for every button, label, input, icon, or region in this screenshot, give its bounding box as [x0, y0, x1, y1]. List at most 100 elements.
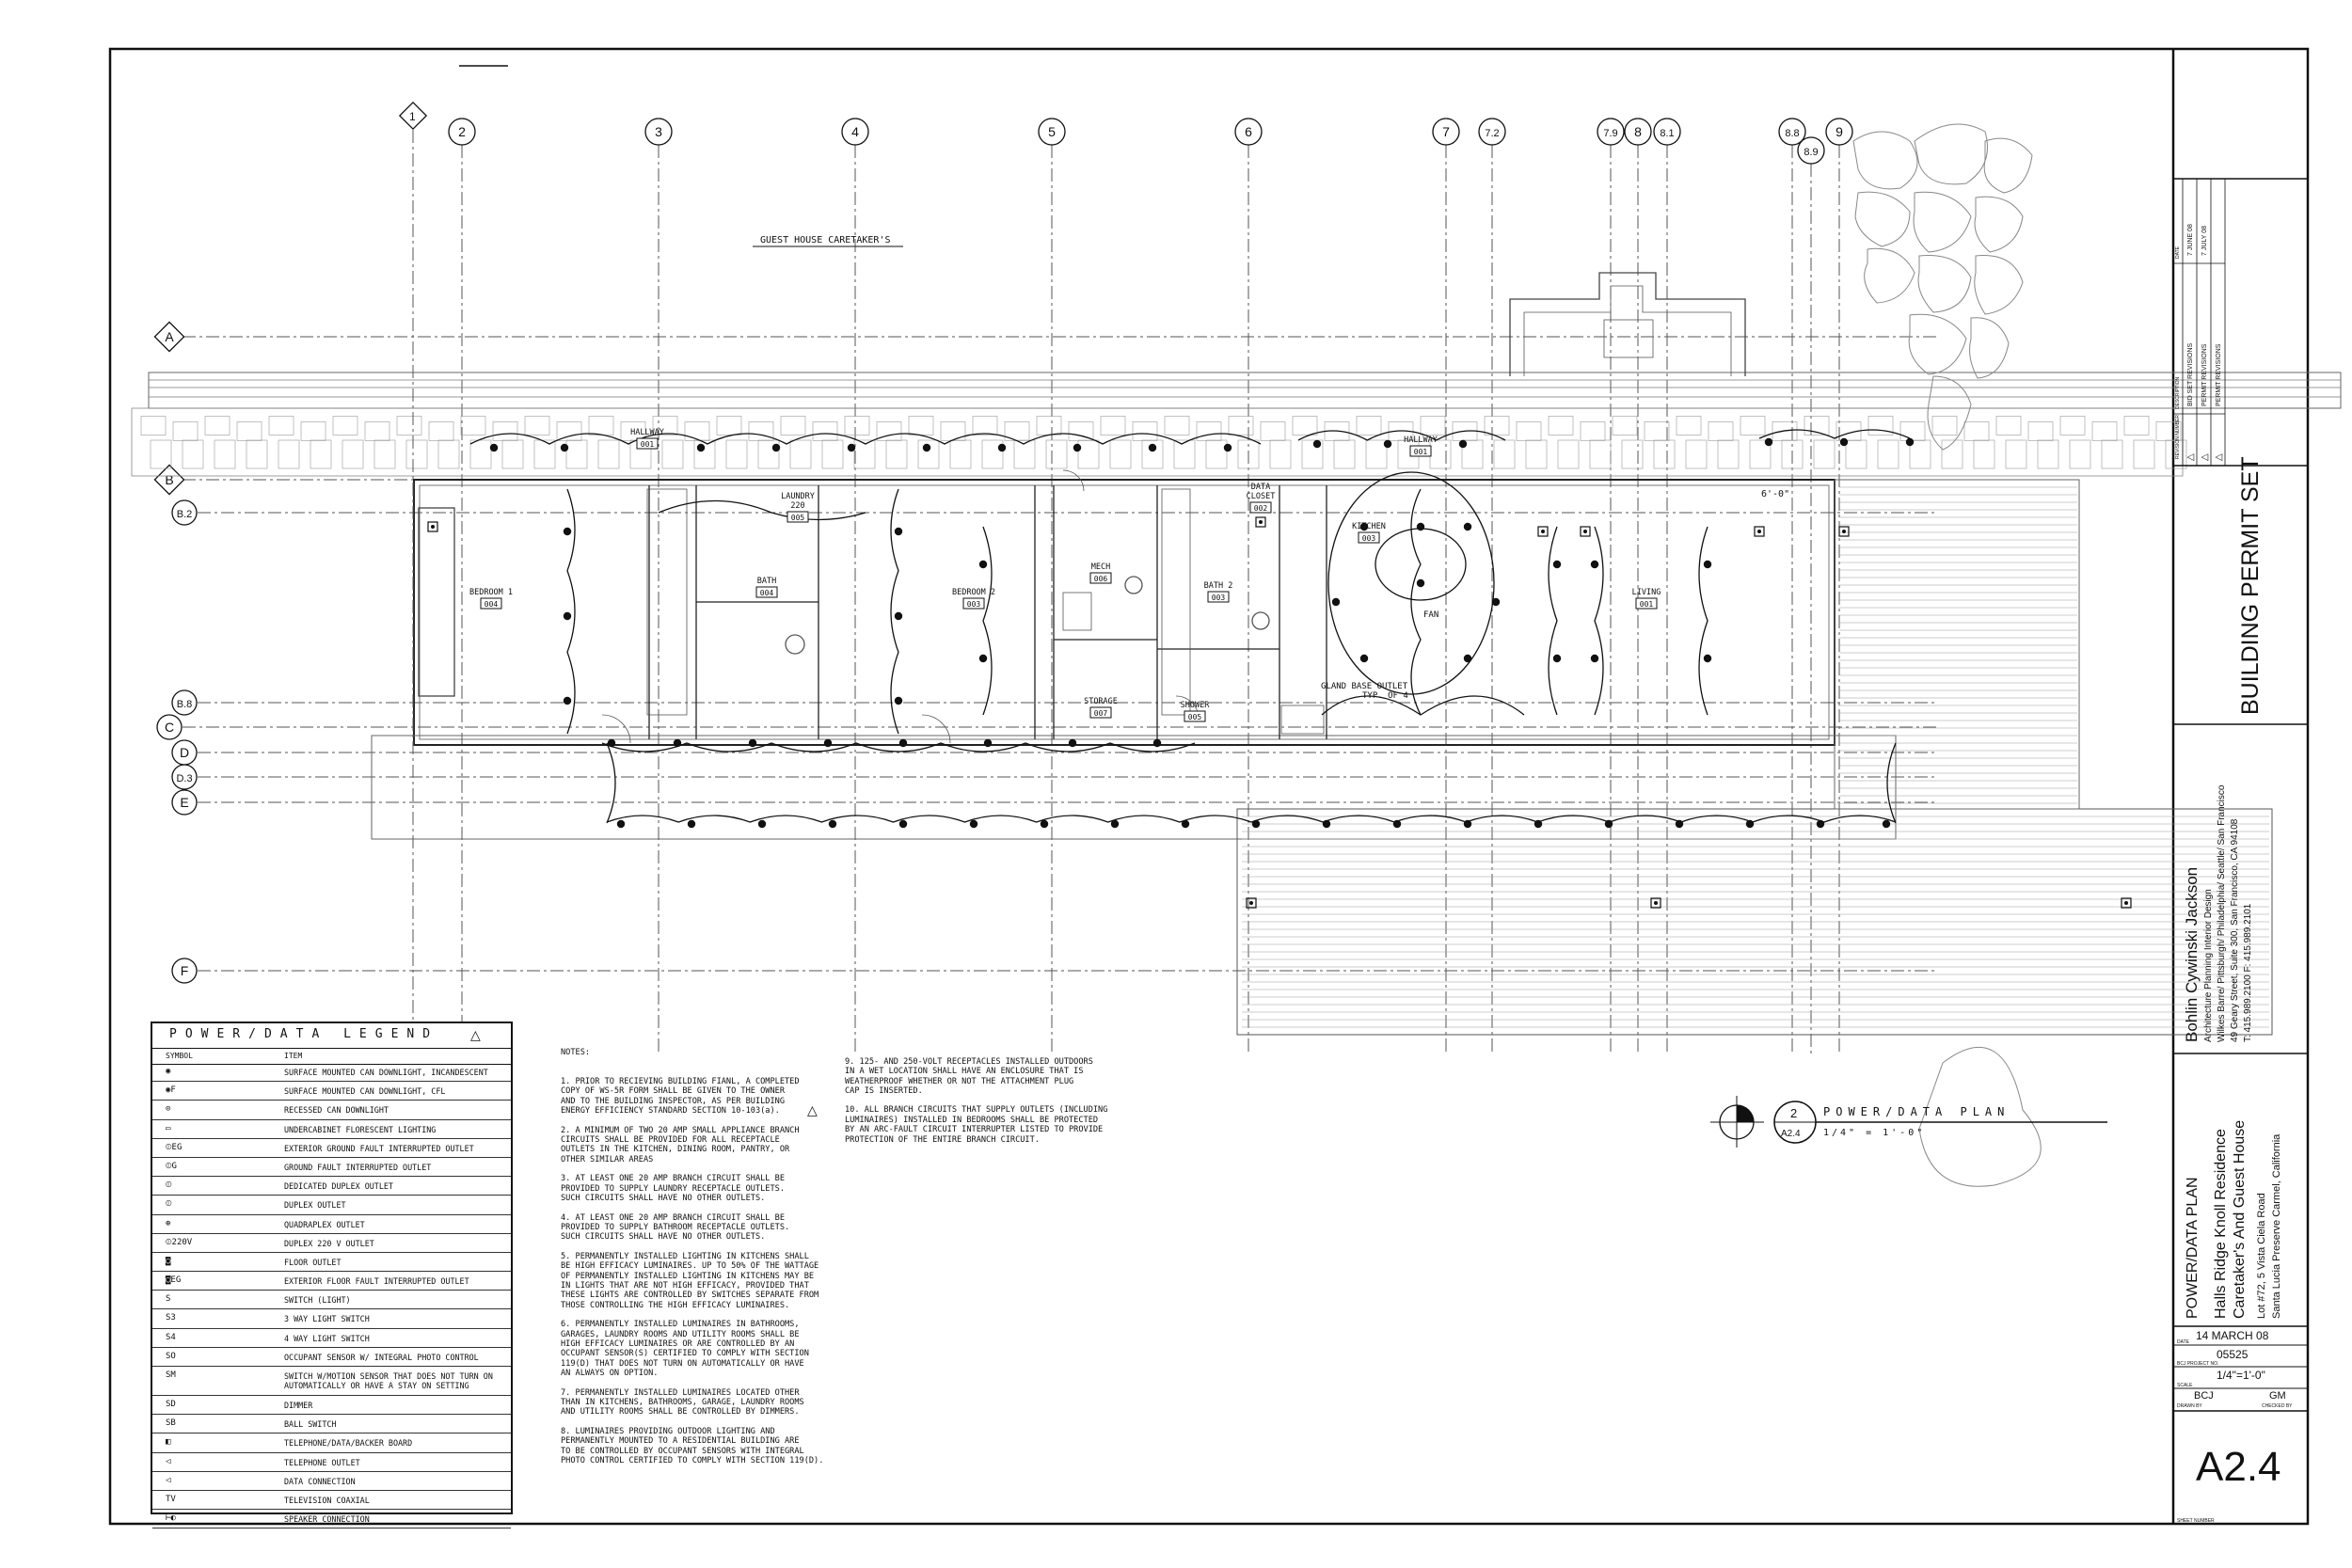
deck — [1236, 808, 2273, 1036]
legend-row: ◧ TELEPHONE/DATA/BACKER BOARD — [152, 1433, 511, 1453]
legend-item: EXTERIOR GROUND FAULT INTERRUPTED OUTLET — [284, 1143, 474, 1153]
grid-bubble-label-B: B — [165, 472, 173, 487]
room-label: BATH 2 — [1204, 581, 1233, 591]
legend-title: POWER/DATA LEGEND — [169, 1027, 439, 1041]
legend-symbol: ◉F — [166, 1085, 176, 1096]
legend-row: ▭UNDERCABINET FLORESCENT LIGHTING — [152, 1120, 511, 1139]
inner-outline — [419, 484, 1830, 740]
room-number: 001 — [1640, 600, 1654, 609]
room-number: 005 — [1188, 713, 1202, 721]
room-label: MECH — [1091, 562, 1110, 572]
legend-item: DIMMER — [284, 1401, 313, 1410]
room-number: 003 — [967, 600, 981, 609]
grid-bubble-B.8 — [171, 689, 198, 716]
sheet-number: A2.4 — [2196, 1444, 2281, 1490]
legend-symbol: S — [166, 1294, 171, 1305]
plan-title-num: 2 — [1790, 1106, 1797, 1120]
grid-bubble-B.2 — [171, 499, 198, 526]
drawn-value: BCJ — [2194, 1390, 2214, 1402]
legend-item: DEDICATED DUPLEX OUTLET — [284, 1181, 393, 1192]
notes-revision-mark: △ — [807, 1102, 818, 1117]
main-house-outline — [413, 479, 1836, 746]
legend-item: DUPLEX 220 V OUTLET — [284, 1238, 374, 1248]
legend-symbol: TV — [166, 1494, 176, 1504]
room-number: 001 — [641, 440, 655, 449]
legend-symbol: SD — [166, 1400, 176, 1409]
stone-texture — [140, 416, 2187, 469]
legend-symbol: S4 — [166, 1332, 176, 1342]
legend-symbol: ◙ — [166, 1256, 171, 1266]
power-data-legend: POWER/DATA LEGEND △ SYMBOL ITEM ◉SURFACE… — [151, 1022, 513, 1529]
legend-rows: ◉SURFACE MOUNTED CAN DOWNLIGHT, INCANDES… — [152, 1063, 511, 1529]
room-number: 002 — [1254, 504, 1268, 513]
note: 9. 125- AND 250-VOLT RECEPTACLES INSTALL… — [845, 1056, 1093, 1097]
room-label: LAUNDRY — [781, 492, 815, 501]
scale-value: 1/4"=1'-0" — [2217, 1369, 2265, 1382]
legend-symbol: ◧ — [166, 1437, 171, 1448]
grid-bubble-7.9 — [1597, 118, 1625, 146]
notes-col-1: NOTES: 1. PRIOR TO RECIEVING BUILDING FI… — [561, 1028, 843, 1485]
stone-wall-band — [131, 407, 2184, 477]
room-number: 006 — [1094, 575, 1108, 583]
legend-symbol: ⊢◐ — [166, 1513, 176, 1524]
grid-bubble-label-B.8: B.8 — [177, 699, 193, 710]
grid-lines-vertical — [461, 145, 1840, 1053]
boulders — [1852, 123, 2042, 1187]
legend-symbol: SO — [166, 1351, 176, 1361]
grid-bubble-label-7: 7 — [1442, 124, 1450, 139]
room-label: STORAGE — [1084, 697, 1118, 706]
legend-item: RECESSED CAN DOWNLIGHT — [284, 1105, 389, 1116]
scale-label: SCALE — [2177, 1383, 2193, 1388]
legend-symbol: SB — [166, 1418, 176, 1429]
grid-bubble-6 — [1234, 118, 1263, 146]
room-label: DATA — [1251, 483, 1270, 492]
legend-item: UNDERCABINET FLORESCENT LIGHTING — [284, 1124, 437, 1134]
legend-symbol: ◁ — [166, 1456, 171, 1466]
gland-outlet-label: GLAND BASE OUTLET — [1321, 682, 1408, 691]
title-block-lines — [2173, 178, 2308, 1412]
legend-item: SURFACE MOUNTED CAN DOWNLIGHT, INCANDESC… — [284, 1068, 488, 1077]
legend-item: OCCUPANT SENSOR W/ INTEGRAL PHOTO CONTRO… — [284, 1352, 479, 1362]
grid-bubble-8 — [1624, 118, 1652, 146]
grid-bubble-5 — [1038, 118, 1066, 146]
legend-symbol: ⦶G — [166, 1161, 177, 1171]
legend-row: ⊕QUADRAPLEX OUTLET — [152, 1215, 511, 1234]
note: 4. AT LEAST ONE 20 AMP BRANCH CIRCUIT SH… — [561, 1212, 790, 1243]
legend-col-symbol: SYMBOL — [166, 1052, 193, 1060]
project-name-1: Halls Ridge Knoll Residence — [2213, 1129, 2229, 1319]
legend-item: 4 WAY LIGHT SWITCH — [284, 1333, 370, 1343]
building-plan — [131, 272, 2342, 1036]
grid-bubble-F — [171, 958, 198, 984]
grid-bubble-label-7.2: 7.2 — [1485, 128, 1499, 139]
legend-item: TELEPHONE/DATA/BACKER BOARD — [284, 1438, 413, 1449]
set-name: BUILDING PERMIT SET — [2237, 456, 2264, 715]
grid-bubble-label-9: 9 — [1836, 124, 1843, 139]
sheet-border — [108, 47, 2310, 1526]
project-no-label: BCJ PROJECT NO. — [2177, 1361, 2219, 1367]
rev-1-num: △ — [2185, 453, 2196, 461]
note: 6. PERMANENTLY INSTALLED LUMINAIRES IN B… — [561, 1320, 809, 1379]
room-label: LIVING — [1632, 588, 1661, 597]
room-label: BATH — [757, 577, 776, 586]
room-label: KITCHEN — [1352, 522, 1386, 531]
light-fixtures — [427, 437, 2132, 909]
grid-bubble-label-3: 3 — [655, 124, 662, 139]
grid-bubble-label-6: 6 — [1245, 124, 1252, 139]
grid-bubble-9 — [1825, 118, 1853, 146]
firm-line2: Wilkes Barre/ Pittsburgh/ Philadelphia/ … — [2217, 784, 2227, 1042]
project-no-value: 05525 — [2217, 1348, 2249, 1361]
rev-3-desc: PERMIT REVISIONS — [2216, 343, 2222, 406]
rev-2-desc: PERMIT REVISIONS — [2201, 343, 2208, 406]
plan-title-scale: 1/4" = 1'-0" — [1823, 1128, 1925, 1138]
legend-item: DATA CONNECTION — [284, 1476, 356, 1486]
legend-item: SPEAKER CONNECTION — [284, 1514, 370, 1525]
rev-header-desc: DESCRIPTION — [2175, 376, 2181, 409]
legend-row: ⊢◐ SPEAKER CONNECTION — [152, 1510, 511, 1529]
